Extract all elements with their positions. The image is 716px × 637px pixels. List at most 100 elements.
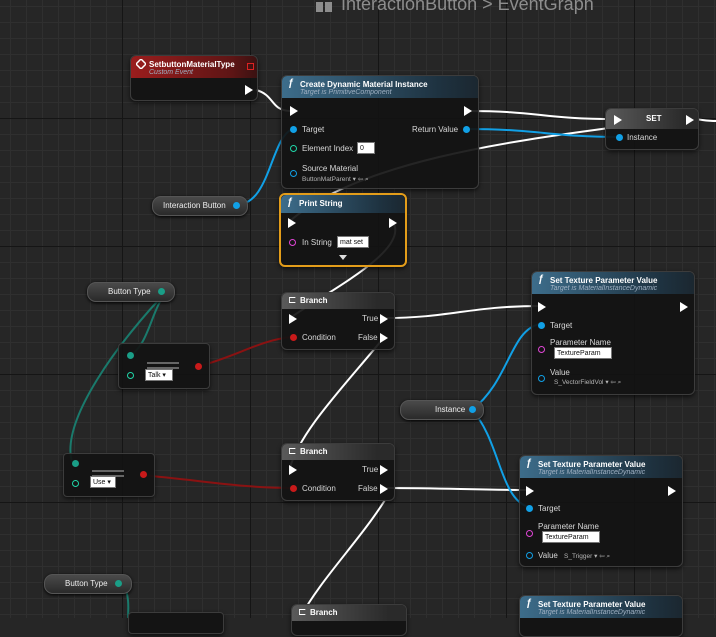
custom-event-node[interactable]: SetbuttonMaterialType Custom Event [130,55,258,101]
branch-node[interactable]: ⊏ Branch True Condition False [281,443,395,501]
parameter-name-input[interactable]: TextureParam [554,347,612,359]
node-title: Branch [310,608,338,617]
instance-variable[interactable]: Instance [400,400,484,420]
use-asset-arrow-icon[interactable]: ⇦ [610,379,616,386]
false-exec-pin[interactable] [380,333,388,343]
chevron-down-icon: ▾ [162,372,166,379]
interaction-button-variable[interactable]: Interaction Button [152,196,248,216]
exec-out-pin[interactable] [680,302,688,312]
set-texture-parameter-value-node[interactable]: ƒ Set Texture Parameter Value Target is … [531,271,695,395]
breadcrumb-graph[interactable]: EventGraph [497,0,594,14]
node-title: Set Texture Parameter Value [550,276,658,285]
use-asset-arrow-icon[interactable]: ⇦ [357,176,364,183]
equal-enum-node[interactable]: Talk ▾ [118,343,210,389]
print-string-node[interactable]: ƒ Print String In String mat set [279,193,407,267]
chevron-down-icon: ▾ [605,379,611,386]
browse-search-icon[interactable]: ⌕ [364,176,369,183]
exec-in-pin[interactable] [526,486,534,496]
equal-icon [147,362,179,369]
button-type-variable[interactable]: Button Type [44,574,132,594]
exec-out-pin[interactable] [245,85,253,95]
function-icon: ƒ [288,78,294,89]
element-index-input[interactable]: 0 [357,142,375,154]
exec-in-pin[interactable] [288,218,296,228]
false-exec-pin[interactable] [380,484,388,494]
true-exec-pin[interactable] [380,465,388,475]
enum-value-dropdown[interactable]: Talk ▾ [145,369,173,381]
enum-value-dropdown[interactable]: Use ▾ [90,476,116,488]
value-dropdown[interactable]: S_Trigger ▾ ⇦ ⌕ [564,552,610,561]
value-pin[interactable] [526,552,533,559]
target-pin[interactable] [538,322,545,329]
equal-enum-node[interactable]: Use ▾ [63,453,155,497]
true-label: True [362,465,379,474]
exec-out-pin[interactable] [686,115,694,125]
node-title: Print String [299,199,343,208]
node-title: SET [646,114,662,123]
breadcrumb-separator: > [482,0,493,14]
element-index-pin[interactable] [290,145,297,152]
exec-out-pin[interactable] [389,218,397,228]
wire-bool [199,336,293,367]
create-dynamic-material-instance-node[interactable]: ƒ Create Dynamic Material Instance Targe… [281,75,479,189]
node-subtitle: Target is MaterialInstanceDynamic [550,285,658,292]
target-label: Target [550,321,573,330]
branch-node[interactable]: ⊏ Branch True Condition False [281,292,395,350]
exec-in-pin[interactable] [289,314,297,324]
enum-b-pin[interactable] [127,372,134,379]
exec-in-pin[interactable] [538,302,546,312]
result-pin[interactable] [195,363,202,370]
browse-search-icon[interactable]: ⌕ [617,379,622,386]
equal-enum-node-partial[interactable] [128,612,224,634]
exec-out-pin[interactable] [668,486,676,496]
parameter-name-pin[interactable] [526,530,533,537]
variable-out-pin[interactable] [469,406,476,413]
branch-node[interactable]: ⊏ Branch [291,604,407,636]
node-header: ƒ Set Texture Parameter Value Target is … [532,272,694,294]
in-string-input[interactable]: mat set [337,236,369,248]
variable-out-pin[interactable] [158,288,165,295]
variable-out-pin[interactable] [115,580,122,587]
value-pin[interactable] [538,375,545,382]
instance-pin[interactable] [616,134,623,141]
result-pin[interactable] [140,471,147,478]
variable-out-pin[interactable] [233,202,240,209]
node-title: Set Texture Parameter Value [538,600,646,609]
node-header: ƒ Print String [281,195,405,213]
false-label: False [358,484,378,493]
target-pin[interactable] [526,505,533,512]
delegate-pin-icon[interactable] [247,63,254,70]
node-header: ƒ Create Dynamic Material Instance Targe… [282,76,478,98]
set-variable-node[interactable]: SET Instance [605,108,699,150]
browse-search-icon[interactable]: ⌕ [606,553,611,560]
return-value-pin[interactable] [463,126,470,133]
value-dropdown[interactable]: S_VectorFieldVol ▾ ⇦ ⌕ [554,378,621,387]
source-material-pin[interactable] [290,170,297,177]
instance-label: Instance [627,133,658,142]
parameter-name-pin[interactable] [538,346,545,353]
node-header: ⊏ Branch [282,444,394,460]
enum-a-pin[interactable] [127,352,134,359]
button-type-variable[interactable]: Button Type [87,282,175,302]
use-asset-arrow-icon[interactable]: ⇦ [599,553,605,560]
source-material-dropdown[interactable]: ButtonMatParent ▾ ⇦ ⌕ [302,175,369,184]
set-texture-parameter-value-node[interactable]: ƒ Set Texture Parameter Value Target is … [519,595,683,637]
enum-a-pin[interactable] [72,460,79,467]
exec-in-pin[interactable] [289,465,297,475]
node-subtitle: Target is MaterialInstanceDynamic [538,609,646,616]
target-pin[interactable] [290,126,297,133]
node-subtitle: Custom Event [149,69,193,76]
blueprint-icon [314,0,336,13]
in-string-pin[interactable] [289,239,296,246]
condition-pin[interactable] [290,485,297,492]
expand-arrow-icon[interactable] [339,255,347,260]
enum-b-pin[interactable] [72,480,79,487]
condition-pin[interactable] [290,334,297,341]
exec-in-pin[interactable] [614,115,622,125]
parameter-name-input[interactable]: TextureParam [542,531,600,543]
set-texture-parameter-value-node[interactable]: ƒ Set Texture Parameter Value Target is … [519,455,683,567]
exec-in-pin[interactable] [290,106,298,116]
true-exec-pin[interactable] [380,314,388,324]
breadcrumb-asset[interactable]: InteractionButton [341,0,478,14]
exec-out-pin[interactable] [464,106,472,116]
